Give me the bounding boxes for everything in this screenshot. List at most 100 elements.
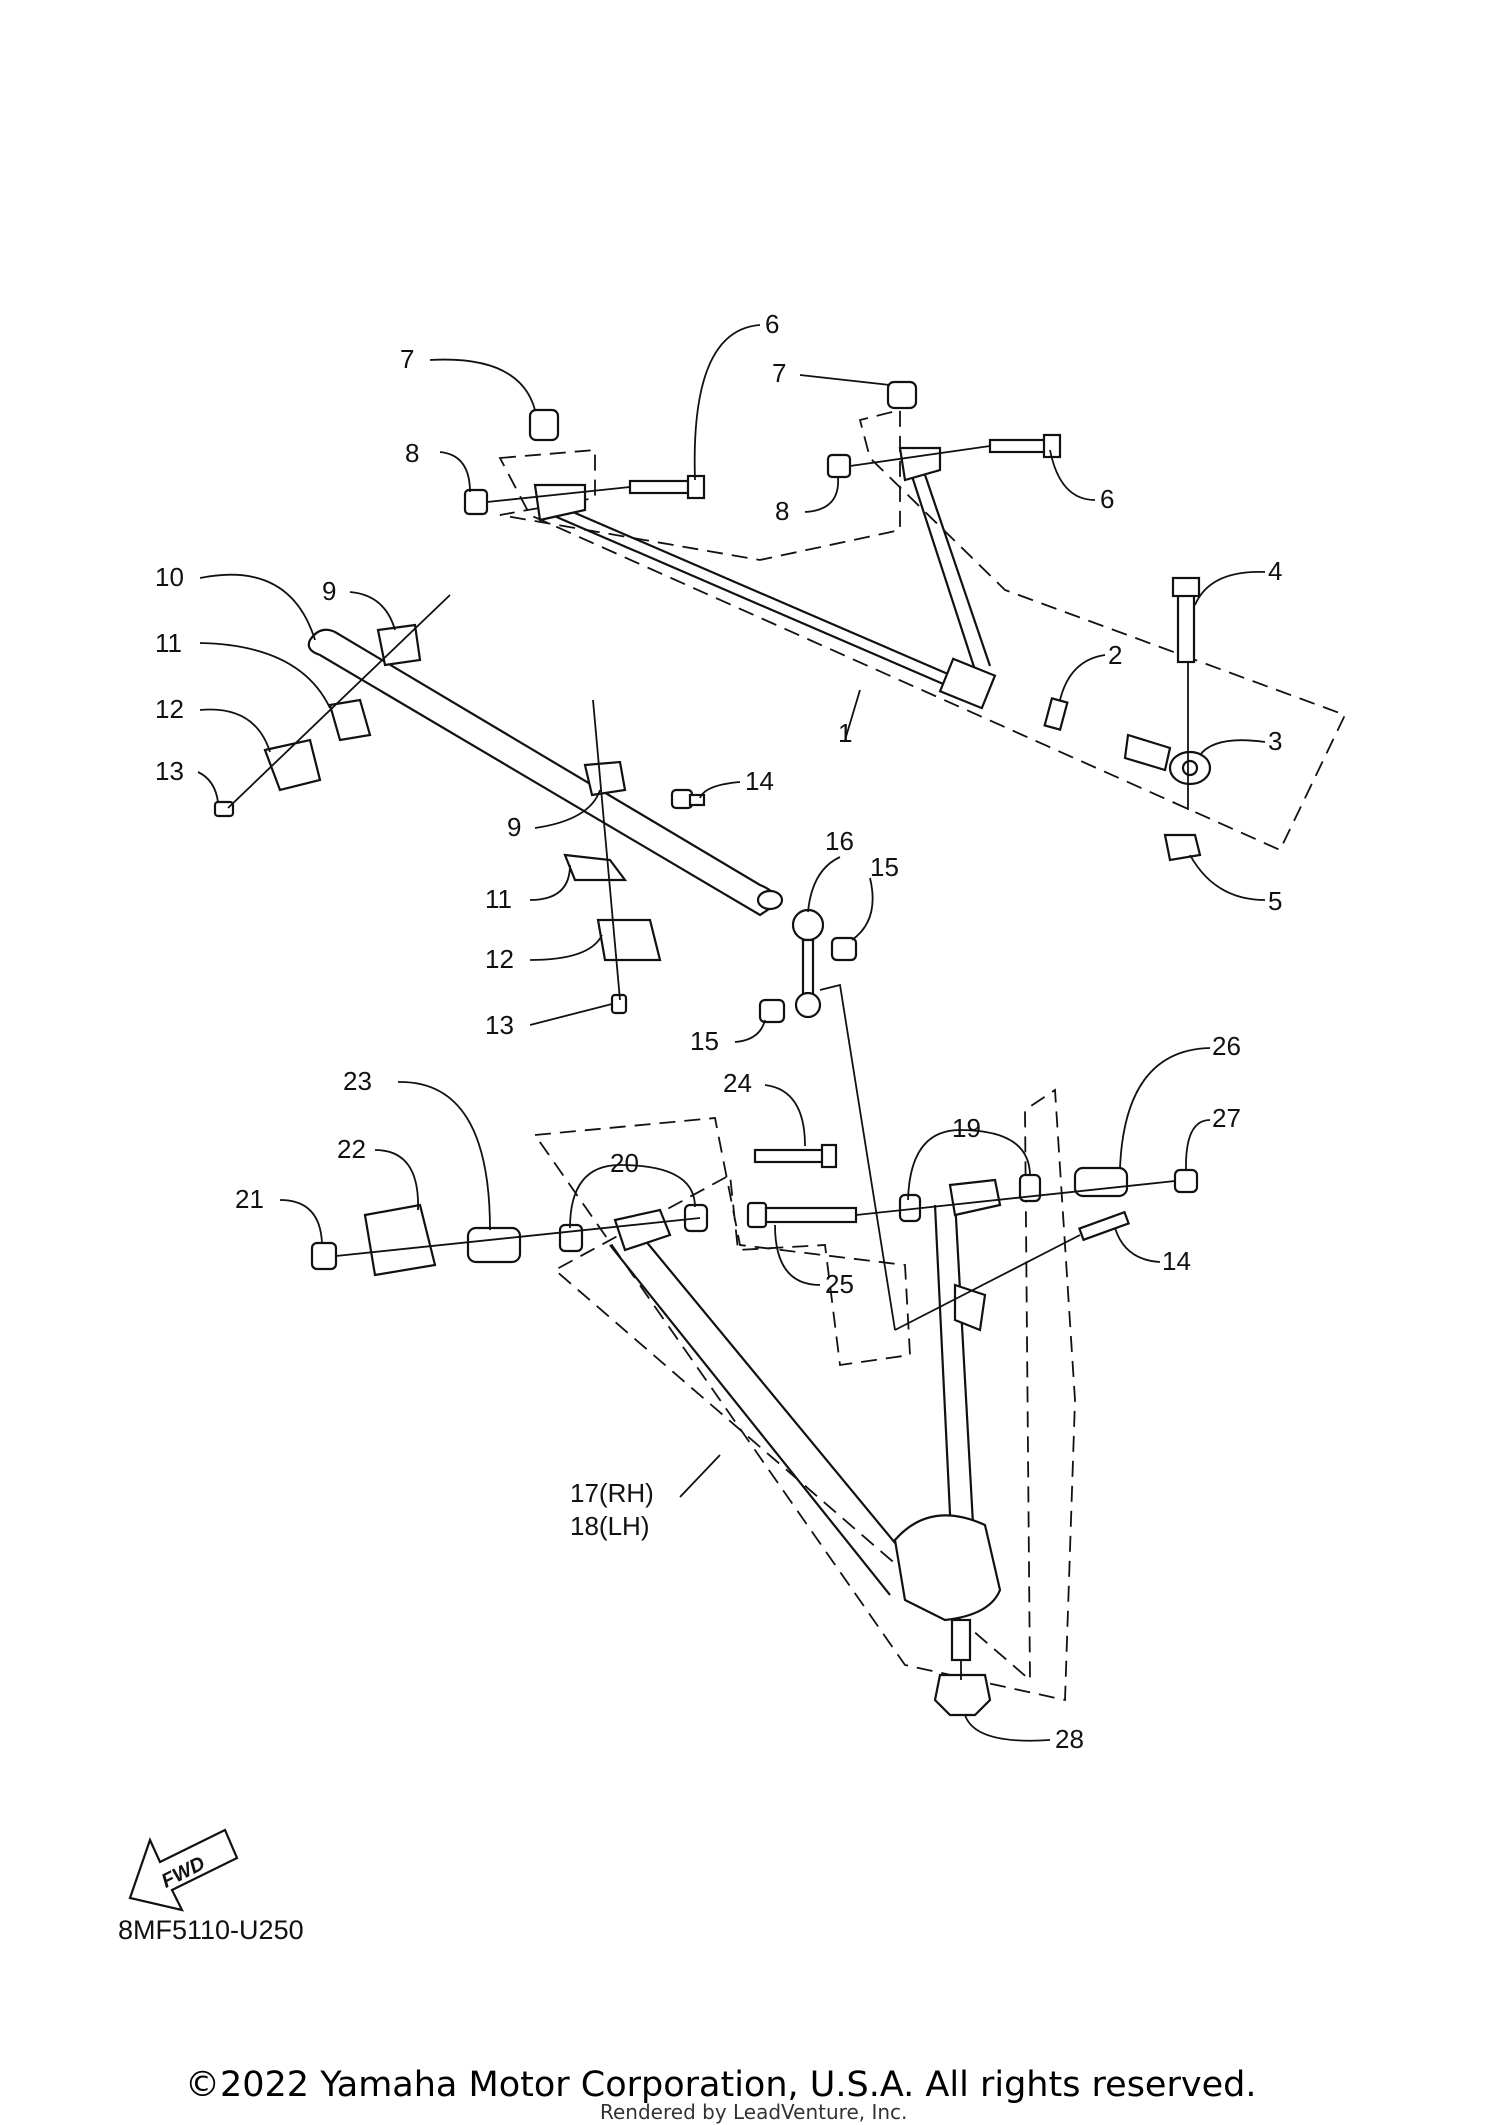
nut-15-lower [758,998,786,1024]
shock-bolt-axis [894,1234,1081,1331]
label-17: 17(RH) [570,1478,654,1508]
label-2: 2 [1108,640,1122,670]
diagram-code: 8MF5110-U250 [118,1915,304,1945]
label-20: 20 [610,1148,639,1178]
leader-13-top [197,771,219,803]
rendered-by-note: Rendered by LeadVenture, Inc. [600,2100,908,2124]
label-14-top: 14 [745,766,774,796]
nut-21 [310,1241,338,1271]
label-22: 22 [337,1134,366,1164]
label-5: 5 [1268,886,1282,916]
bolt-6-left [628,479,692,495]
fwd-arrow-shape [128,1828,239,1912]
ball-joint-stud [950,1618,972,1662]
upper-arm-assembly [463,380,1347,862]
collar-26 [1073,1166,1129,1198]
label-3: 3 [1268,726,1282,756]
bushing-20-left [558,1223,584,1253]
lower-arm-dashed-boundary-front [533,1088,1076,1702]
label-21: 21 [235,1184,264,1214]
leader-11-top [199,642,331,709]
label-8-left: 8 [405,438,419,468]
label-13-top: 13 [155,756,184,786]
leader-12-top [199,708,271,753]
label-6-top: 6 [765,309,779,339]
bolt-6-left-head [686,474,706,500]
upper-arm-rear-tube [908,465,992,671]
link-16-joint [791,908,825,942]
lower-arm-front-pivot [613,1208,672,1252]
leader-9-top [349,591,396,631]
label-28: 28 [1055,1724,1084,1754]
part-labels: 1 2 3 4 5 6 6 7 7 8 8 9 9 10 11 11 12 12… [155,309,1282,1754]
nut-15-upper [830,936,858,962]
leader-8-right [804,477,839,513]
label-12-mid: 12 [485,944,514,974]
label-9-mid: 9 [507,812,521,842]
leader-5 [1189,854,1266,901]
leader-11-mid [529,864,571,901]
stabilizer-bar-assembly [213,594,896,1331]
leader-7-left [429,358,536,411]
bracket-12-right [596,918,662,962]
bolt-axis-left [486,486,631,503]
leader-4 [1194,571,1266,606]
upper-arm-sleeve [938,657,997,710]
label-15-bot: 15 [690,1026,719,1056]
leader-15-bot [734,1019,766,1043]
leader-22 [374,1149,419,1211]
bolt-24-head [820,1143,838,1169]
lower-arm-rear-pivot [948,1178,1002,1217]
label-11-mid: 11 [485,884,512,914]
label-25: 25 [825,1269,854,1299]
label-23: 23 [343,1066,372,1096]
ball-joint-center [1181,759,1199,777]
link-16-lower-joint [794,991,822,1019]
label-1: 1 [838,718,852,748]
leader-9-mid [534,789,601,829]
leader-14-bot [1114,1227,1161,1263]
leader-6-top [693,324,761,481]
label-8-right: 8 [775,496,789,526]
bracket-22 [363,1203,437,1277]
leader-lines [197,324,1266,1742]
leader-23 [397,1081,491,1231]
leader-12-mid [529,934,603,961]
leader-7-right [799,374,891,386]
leader-10 [199,573,316,641]
bushing-11-right [563,853,628,882]
leader-8-left [439,451,471,493]
leader-13-mid [529,1003,613,1026]
label-4: 4 [1268,556,1282,586]
label-19: 19 [952,1113,981,1143]
label-14-bot: 14 [1162,1246,1191,1276]
collar-23 [466,1226,522,1264]
collar-7-right [886,380,918,410]
label-6-right: 6 [1100,484,1114,514]
lower-arm-assembly [310,1088,1199,1717]
label-27: 27 [1212,1103,1241,1133]
label-24: 24 [723,1068,752,1098]
nut-8-left [463,488,489,516]
label-26: 26 [1212,1031,1241,1061]
stabilizer-end-link-eye [756,889,784,911]
fwd-arrow-icon: FWD [128,1828,239,1912]
bushing-11-left [328,698,372,742]
bolt-13-left [213,800,235,818]
bolt-6-right [988,438,1048,454]
stabilizer-bar [307,628,778,917]
leader-14-top [699,781,741,799]
label-9-top: 9 [322,576,336,606]
leader-3 [1199,739,1266,756]
label-7-left: 7 [400,344,414,374]
label-11-top: 11 [155,628,182,658]
leader-21 [279,1199,323,1244]
pivot-bolt [1176,588,1196,664]
leader-26 [1119,1047,1211,1169]
bolt-24 [753,1148,827,1164]
label-18: 18(LH) [570,1511,649,1541]
bolt-14-upper-shank [688,793,706,807]
nut-28 [933,1673,992,1717]
bolt-6-right-head [1042,433,1062,459]
